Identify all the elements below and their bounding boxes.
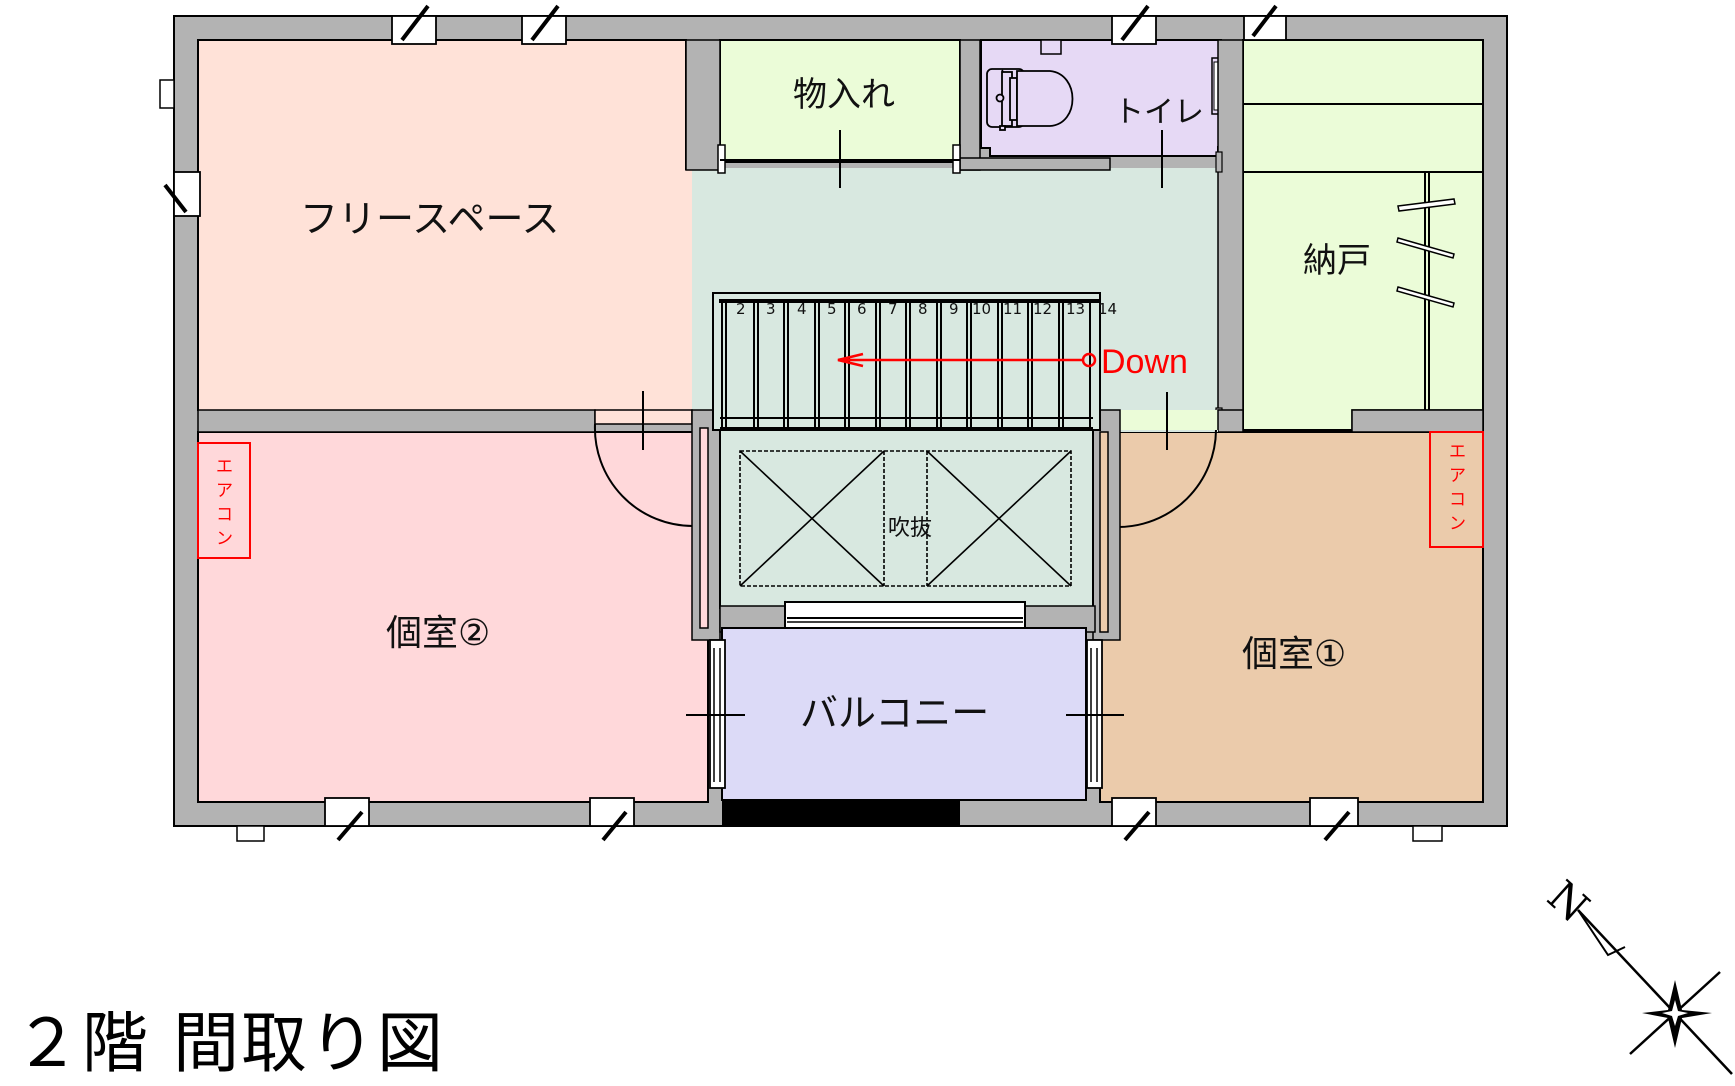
- step-number: 13: [1066, 300, 1085, 318]
- svg-text:コ: コ: [1449, 490, 1466, 510]
- room-1[interactable]: [1099, 431, 1484, 803]
- svg-text:ア: ア: [216, 481, 233, 501]
- label-closet: 物入れ: [793, 75, 895, 115]
- hanger-icon: [1396, 198, 1456, 308]
- step-number: 8: [918, 300, 928, 318]
- stairs-direction-label: Down: [1101, 343, 1188, 381]
- svg-text:ン: ン: [216, 529, 233, 549]
- step-number: 7: [888, 300, 898, 318]
- label-storage: 納戸: [1303, 241, 1371, 281]
- step-number: 9: [949, 300, 959, 318]
- step-number: 6: [857, 300, 867, 318]
- room-2[interactable]: [197, 431, 709, 803]
- label-void: 吹抜: [888, 516, 932, 541]
- aircon-right: エ ア コ ン: [1429, 431, 1484, 548]
- label-toilet: トイレ: [1114, 95, 1204, 130]
- step-number: 12: [1033, 300, 1052, 318]
- window-sash-icon: [163, 4, 1351, 842]
- svg-text:エ: エ: [1449, 442, 1466, 462]
- step-number: 4: [797, 300, 807, 318]
- label-room1: 個室①: [1242, 634, 1346, 675]
- svg-text:コ: コ: [216, 505, 233, 525]
- door-room2[interactable]: [593, 423, 694, 528]
- svg-text:ン: ン: [1449, 514, 1466, 534]
- void-area: [719, 429, 1094, 609]
- door-room1[interactable]: [1117, 429, 1217, 529]
- window-icon: [173, 15, 1359, 827]
- staircase[interactable]: 2 3 4 5 6 7 8 9 10 11 12 13 14 Down: [712, 292, 1188, 431]
- free-space-fill: [198, 40, 692, 410]
- room-storage[interactable]: [1242, 39, 1484, 431]
- svg-text:ア: ア: [1449, 466, 1466, 486]
- balcony-railing: [722, 800, 960, 826]
- svg-text:エ: エ: [216, 457, 233, 477]
- label-room2: 個室②: [386, 613, 490, 654]
- toilet-fixture-icon: [986, 68, 1074, 131]
- compass-icon: N: [1538, 871, 1733, 1075]
- aircon-left: エ ア コ ン: [197, 442, 251, 559]
- step-number: 11: [1003, 300, 1022, 318]
- step-number: 5: [827, 300, 837, 318]
- page-title: ２階 間取り図: [14, 1005, 445, 1082]
- down-arrow-icon: [837, 352, 1097, 368]
- label-free-space: フリースペース: [300, 197, 560, 241]
- step-number: 2: [736, 300, 746, 318]
- label-balcony: バルコニー: [800, 691, 989, 735]
- step-number: 10: [972, 300, 991, 318]
- step-number: 14: [1098, 300, 1117, 318]
- step-number: 3: [766, 300, 776, 318]
